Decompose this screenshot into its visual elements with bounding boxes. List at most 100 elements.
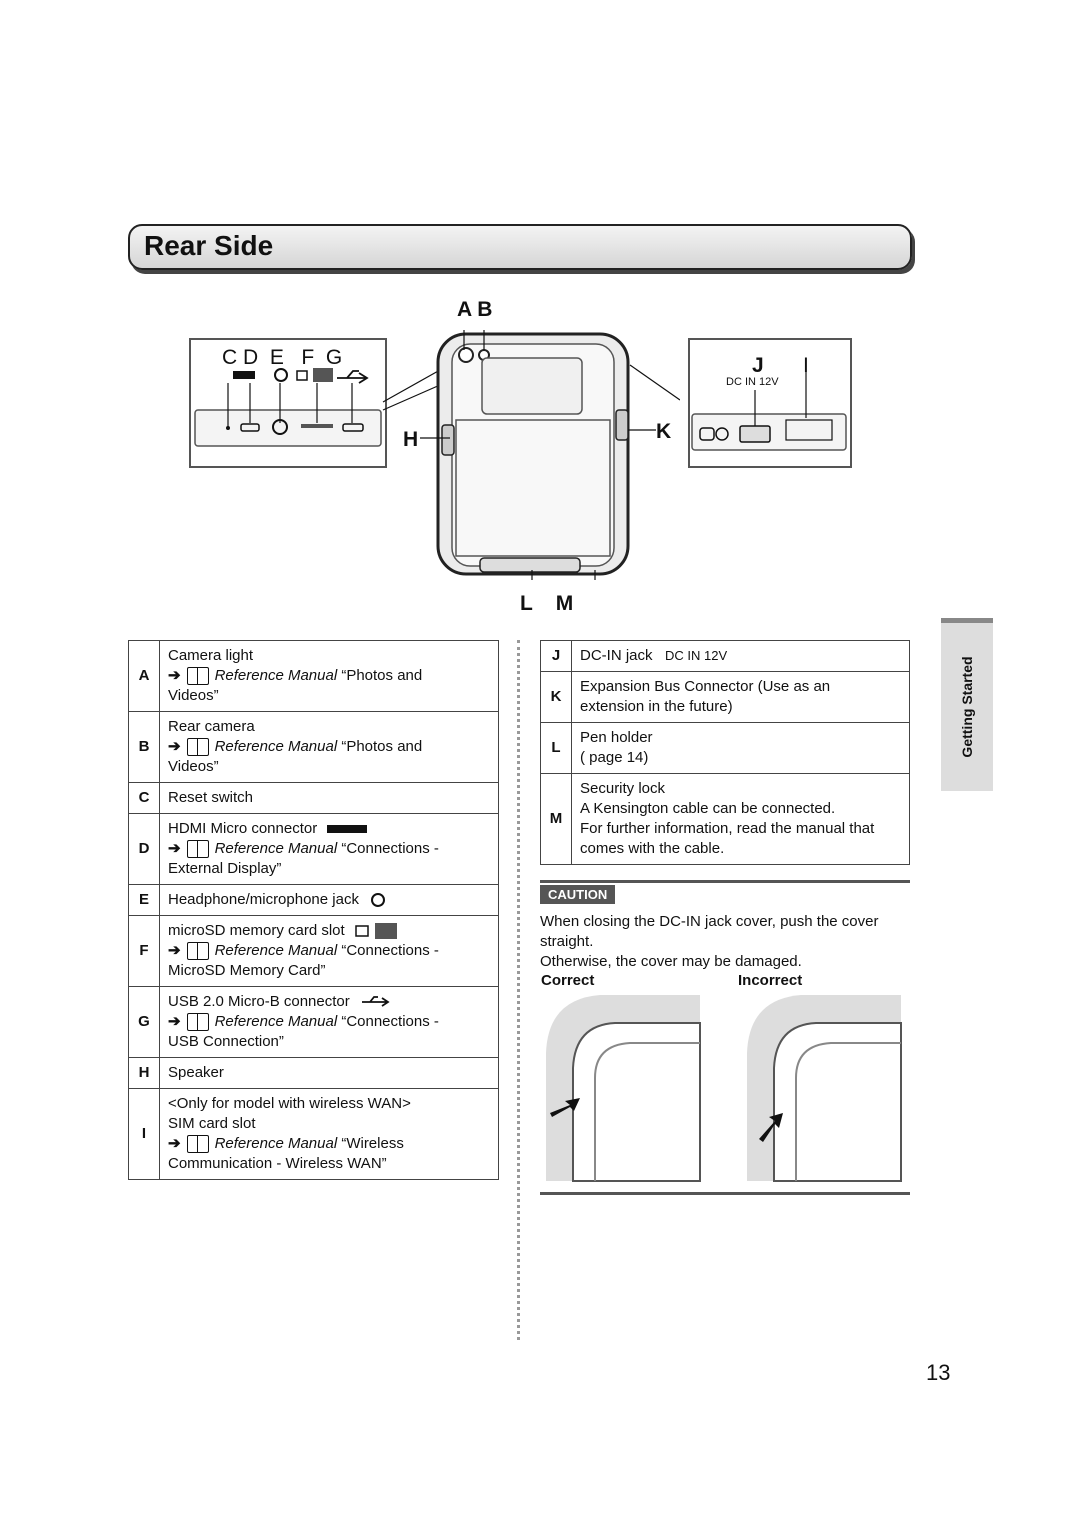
row-key: E xyxy=(128,884,160,916)
reference-line: ➔Reference Manual “Photos and xyxy=(168,666,490,686)
row-text: Speaker xyxy=(168,1064,224,1081)
arrow-icon: ➔ xyxy=(168,1135,181,1152)
tablet-rear-illustration xyxy=(382,330,680,580)
hdmi-icon xyxy=(327,825,368,834)
parts-table-left: A Camera light ➔Reference Manual “Photos… xyxy=(128,640,499,1180)
row-desc: Speaker xyxy=(159,1057,499,1089)
headset-icon xyxy=(274,368,288,382)
k-leader xyxy=(628,429,656,431)
row-text: Camera light xyxy=(168,647,254,664)
reference-link[interactable]: Reference Manual xyxy=(214,1013,338,1030)
caution-box: CAUTION When closing the DC-IN jack cove… xyxy=(540,880,910,972)
reference-line: ➔ Reference Manual “Photos and xyxy=(168,737,490,757)
label-j: J xyxy=(752,354,764,377)
caution-text: When closing the DC-IN jack cover, push … xyxy=(540,913,879,950)
side-tab[interactable]: Getting Started xyxy=(941,618,993,791)
headset-icon xyxy=(370,893,385,908)
h-leader xyxy=(420,437,450,439)
reference-topic: “Photos and xyxy=(341,667,423,684)
row-text: Security lock xyxy=(580,780,666,797)
row-key: F xyxy=(128,915,160,987)
reference-topic: “Connections - xyxy=(341,942,439,959)
row-text: Reset switch xyxy=(168,789,254,806)
row-desc: Reset switch xyxy=(159,782,499,814)
table-row-k: K Expansion Bus Connector (Use as an ext… xyxy=(540,671,910,723)
page-title: Rear Side xyxy=(144,230,274,261)
row-text: For further information, read the manual… xyxy=(580,820,875,837)
row-key: B xyxy=(128,711,160,783)
reference-line: ➔Reference Manual “Wireless xyxy=(168,1134,490,1154)
arrow-icon: ➔ xyxy=(168,942,181,959)
row-text: HDMI Micro connector xyxy=(168,820,318,837)
push-arrow-icon xyxy=(759,1113,783,1142)
microsd-icon xyxy=(354,923,397,940)
incorrect-label: Incorrect xyxy=(738,972,803,989)
column-divider xyxy=(517,640,520,1340)
row-text: comes with the cable. xyxy=(580,840,725,857)
reference-link[interactable]: Reference Manual xyxy=(214,1135,338,1152)
section-title-bar: Rear Side xyxy=(128,224,912,270)
row-text: A Kensington cable can be connected. xyxy=(580,800,836,817)
arrow-icon: ➔ xyxy=(168,738,181,755)
row-desc: Camera light ➔Reference Manual “Photos a… xyxy=(159,640,499,712)
reference-line: ➔Reference Manual “Connections - xyxy=(168,839,490,859)
table-row-m: M Security lock A Kensington cable can b… xyxy=(540,773,910,865)
table-row-f: F microSD memory card slot ➔ Reference Ma… xyxy=(128,915,499,987)
microsd-icon xyxy=(313,368,333,382)
row-desc: HDMI Micro connector ➔Reference Manual “… xyxy=(159,813,499,885)
reference-link[interactable]: Reference Manual xyxy=(214,738,338,755)
label-l-m: L M xyxy=(520,592,574,615)
book-icon xyxy=(186,667,209,685)
row-text: Pen holder xyxy=(580,729,653,746)
label-k: K xyxy=(656,420,672,443)
row-desc: microSD memory card slot ➔ Reference Manu… xyxy=(159,915,499,987)
row-desc: Pen holder ( page 14) xyxy=(571,722,910,774)
left-callout-illustration xyxy=(194,368,382,447)
row-key: J xyxy=(540,640,572,672)
label-i: I xyxy=(803,354,809,377)
row-text: extension in the future) xyxy=(580,698,733,715)
arrow-icon: ➔ xyxy=(168,840,181,857)
sd-card-icon xyxy=(296,370,308,381)
reference-link[interactable]: Reference Manual xyxy=(214,840,338,857)
row-desc: Expansion Bus Connector (Use as an exten… xyxy=(571,671,910,723)
hdmi-icon xyxy=(233,371,255,379)
row-text: microSD memory card slot xyxy=(168,922,345,939)
reference-topic: “Photos and xyxy=(341,738,423,755)
table-row-g: G USB 2.0 Micro-B connector ➔Reference M… xyxy=(128,986,499,1058)
row-text: Headphone/microphone jack xyxy=(168,891,359,908)
caution-bottom-rule xyxy=(540,1192,910,1195)
dc-in-label: DC IN 12V xyxy=(726,376,779,388)
correct-label: Correct xyxy=(541,972,595,989)
reference-link[interactable]: Reference Manual xyxy=(214,667,338,684)
row-text: MicroSD Memory Card” xyxy=(168,962,326,979)
row-desc: DC-IN jack DC IN 12V xyxy=(571,640,910,672)
row-key: I xyxy=(128,1088,160,1180)
table-row-c: C Reset switch xyxy=(128,782,499,814)
table-row-h: H Speaker xyxy=(128,1057,499,1089)
table-row-l: L Pen holder ( page 14) xyxy=(540,722,910,774)
row-key: D xyxy=(128,813,160,885)
row-key: A xyxy=(128,640,160,712)
label-h: H xyxy=(403,428,419,451)
caution-text: Otherwise, the cover may be damaged. xyxy=(540,953,802,970)
row-text: Expansion Bus Connector (Use as an xyxy=(580,678,831,695)
row-key: H xyxy=(128,1057,160,1089)
reference-line: ➔ Reference Manual “Connections - xyxy=(168,941,490,961)
table-row-e: E Headphone/microphone jack xyxy=(128,884,499,916)
parts-table-right: J DC-IN jack DC IN 12V K Expansion Bus C… xyxy=(540,640,910,865)
usb-icon xyxy=(337,370,369,384)
row-desc: Headphone/microphone jack xyxy=(159,884,499,916)
row-desc: USB 2.0 Micro-B connector ➔Reference Man… xyxy=(159,986,499,1058)
row-key: C xyxy=(128,782,160,814)
dc-in-mark: DC IN 12V xyxy=(665,648,728,663)
book-icon xyxy=(186,1013,209,1031)
table-row-i: I <Only for model with wireless WAN> SIM… xyxy=(128,1088,499,1180)
book-icon xyxy=(186,1135,209,1153)
row-text: External Display” xyxy=(168,860,282,877)
reference-link[interactable]: Reference Manual xyxy=(214,942,338,959)
reference-line: ➔Reference Manual “Connections - xyxy=(168,1012,490,1032)
page-number: 13 xyxy=(926,1360,951,1385)
page-reference-link[interactable]: ( page 14) xyxy=(580,749,649,766)
arrow-icon: ➔ xyxy=(168,1013,181,1030)
